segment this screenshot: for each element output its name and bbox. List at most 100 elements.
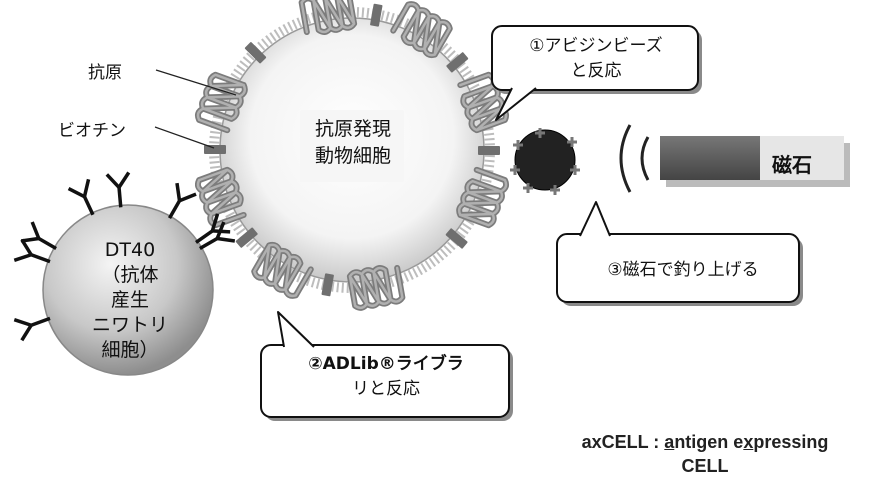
dt40-body	[42, 204, 214, 376]
antibody-arm	[216, 236, 236, 243]
avidin-cross	[523, 183, 533, 193]
step2-line2: リと反応	[352, 379, 420, 399]
antibody	[105, 171, 131, 208]
bubble-body	[260, 344, 510, 418]
footer-part-e: pressing	[753, 432, 829, 452]
biotin-rod	[445, 228, 468, 249]
bubble-body	[491, 25, 699, 91]
axcell-text-line2: 動物細胞	[314, 145, 391, 167]
biotin-rod-shape	[370, 3, 383, 27]
antibody	[13, 316, 51, 342]
bubble-tail	[495, 87, 537, 121]
dt40-text-line1: DT40	[104, 239, 156, 261]
dt40-text-line4: ニワトリ	[91, 314, 168, 336]
antigen-protein	[390, 1, 453, 59]
step1-line1: ①アビジンビーズ	[529, 36, 663, 56]
antigen-coil-highlight	[391, 2, 452, 57]
dt40-text-line2: （抗体	[101, 264, 159, 286]
bubble-tail	[277, 311, 315, 348]
antibody-arm	[20, 324, 33, 342]
avidin-cross	[567, 137, 577, 147]
avidin-cross	[535, 128, 545, 138]
antibody-arm	[117, 171, 131, 189]
antigen-coil-highlight	[252, 243, 313, 298]
antibody-arm	[13, 318, 32, 327]
antibody-arm	[67, 187, 86, 199]
magnetic-field-arc	[640, 136, 650, 181]
antibody-stem	[30, 316, 51, 327]
avidin-cross	[510, 165, 520, 175]
bubble-body	[556, 233, 800, 303]
footer-part-a: axCELL :	[581, 432, 665, 452]
avidin-cross	[550, 185, 560, 195]
antigen-protein	[346, 264, 406, 311]
biotin-rod	[235, 227, 258, 248]
axcell-text-bg	[300, 110, 404, 182]
biotin-rod-shape	[244, 42, 267, 64]
antibody-stem	[37, 236, 57, 251]
magnetic-field-arc	[619, 124, 632, 193]
antibody	[13, 238, 51, 264]
antibody-arm	[178, 192, 197, 203]
magnet-dark-half	[660, 136, 760, 180]
bubble-tail	[579, 201, 611, 237]
biotin-rod-shape	[321, 273, 334, 297]
step3-text: ③磁石で釣り上げる	[607, 260, 759, 280]
axcell-text-line1: 抗原発現	[314, 118, 391, 140]
footer-line2: CELL	[681, 456, 729, 476]
antibody-arm	[20, 238, 33, 256]
step2-text: ②ADLib®ライブラ リと反応	[266, 352, 506, 402]
antibody-stem	[117, 187, 123, 208]
dt40-group	[13, 171, 236, 376]
biotin-rod-shape	[235, 227, 258, 248]
biotin-rod	[370, 3, 383, 27]
antigen-coil-highlight	[457, 168, 508, 227]
step1-bubble	[491, 25, 702, 121]
antibody-arm	[175, 182, 182, 202]
dt40-text-line3: 産生	[110, 289, 149, 311]
antigen-protein	[298, 0, 358, 36]
antibody	[199, 221, 236, 251]
antibody-stem	[167, 199, 182, 219]
antibody-arm	[105, 173, 121, 189]
antigen-protein	[194, 166, 247, 229]
biotin-rod	[204, 145, 226, 154]
antibody-stem	[30, 253, 51, 264]
antigen-coil-highlight	[300, 0, 356, 34]
footer-part-c: ntigen e	[674, 432, 744, 452]
antigen-leader-line	[155, 69, 237, 96]
footer-part-b: a	[664, 432, 675, 452]
antibody-stem	[199, 236, 219, 251]
biotin-rod	[478, 146, 500, 155]
biotin-rod-shape	[445, 228, 468, 249]
antibody-stem	[194, 229, 214, 244]
biotin-rod	[446, 52, 469, 73]
antigen-coil-highlight	[196, 168, 245, 227]
avidin-cross	[570, 165, 580, 175]
magnet-light-half	[760, 136, 844, 180]
axcell-group	[154, 0, 510, 311]
axcell-text: 抗原発現 動物細胞	[283, 116, 423, 170]
antigen-label: 抗原	[88, 63, 122, 83]
antibody-arm	[13, 253, 32, 262]
dt40-text: DT40 （抗体 産生 ニワトリ 細胞）	[70, 238, 190, 363]
biotin-rod-shape	[478, 146, 500, 155]
step3-bubble	[556, 201, 803, 306]
biotin-label: ビオチン	[58, 121, 126, 141]
biotin-rod-shape	[204, 145, 226, 154]
step2-bubble	[260, 311, 513, 421]
antibody	[167, 182, 197, 219]
antigen-protein	[251, 241, 314, 299]
antigen-protein	[456, 166, 510, 229]
biotin-rod-shape	[446, 52, 469, 73]
magnet-label: 磁石	[772, 153, 812, 177]
step1-line2: と反応	[570, 61, 622, 81]
antigen-protein	[194, 71, 248, 134]
antigen-coil-highlight	[459, 73, 508, 132]
antibody-arm	[210, 213, 220, 232]
footer-line1: axCELL : antigen expressing	[540, 432, 870, 453]
antibody-stem	[82, 195, 95, 216]
footer-part-d: x	[743, 432, 754, 452]
